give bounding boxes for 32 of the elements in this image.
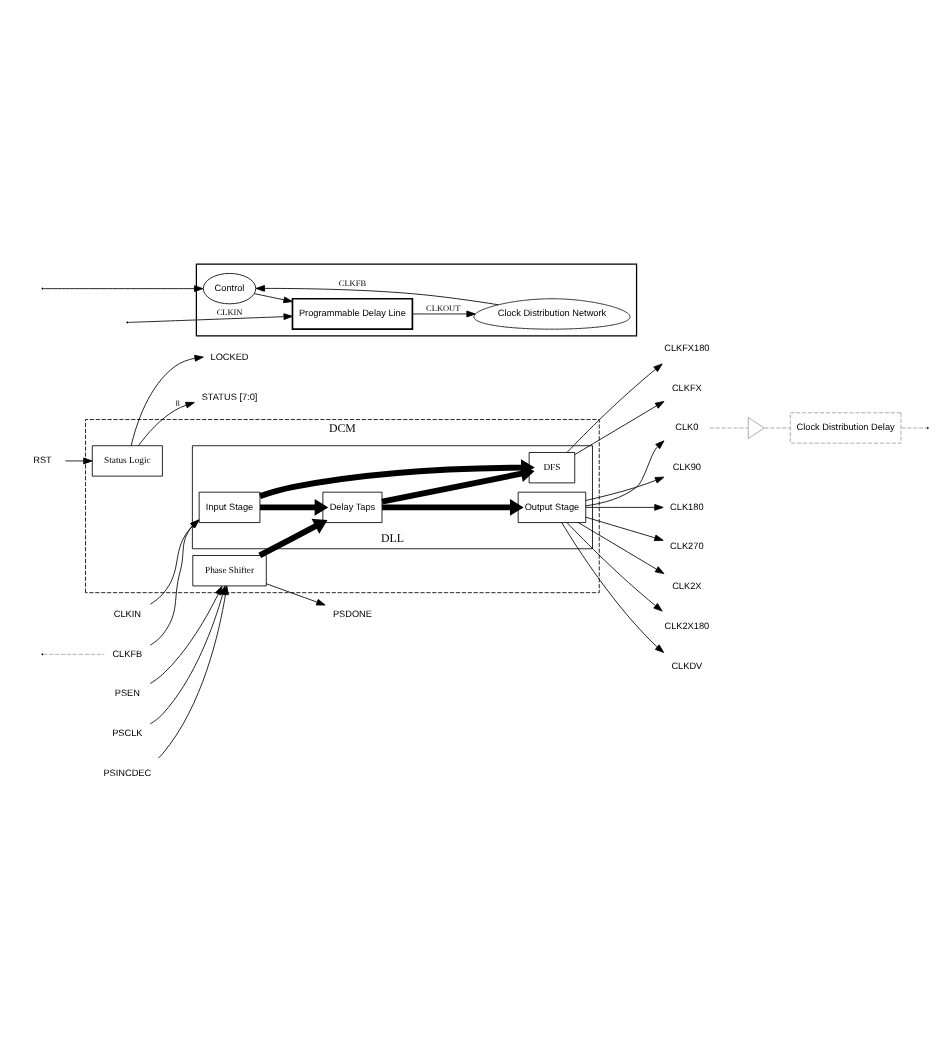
arrow [149, 585, 223, 684]
arrow [382, 499, 524, 516]
arrow [149, 519, 200, 605]
arrow [260, 499, 329, 516]
arrow [258, 518, 328, 558]
arrow [585, 516, 664, 542]
arrow [566, 363, 663, 453]
arrow [149, 585, 226, 725]
arrow [254, 293, 293, 304]
arrow [566, 522, 663, 612]
arrow [255, 285, 499, 306]
arrow [381, 465, 535, 505]
arrow [585, 504, 664, 511]
arrow [127, 313, 293, 323]
connector [764, 427, 791, 429]
arrow [578, 522, 665, 575]
arrow [585, 440, 665, 507]
arrow [266, 583, 326, 606]
arrow [43, 285, 204, 292]
connector [42, 653, 105, 655]
node-triangle [747, 417, 765, 439]
arrow [574, 401, 665, 455]
connector [900, 427, 928, 429]
arrow [412, 310, 476, 318]
arrow [138, 401, 195, 446]
arrow [64, 457, 93, 465]
arrow [150, 519, 200, 646]
connector [709, 427, 749, 429]
arrow [561, 522, 665, 653]
arrow [259, 459, 535, 499]
arrow [130, 354, 204, 447]
arrow [585, 476, 665, 501]
